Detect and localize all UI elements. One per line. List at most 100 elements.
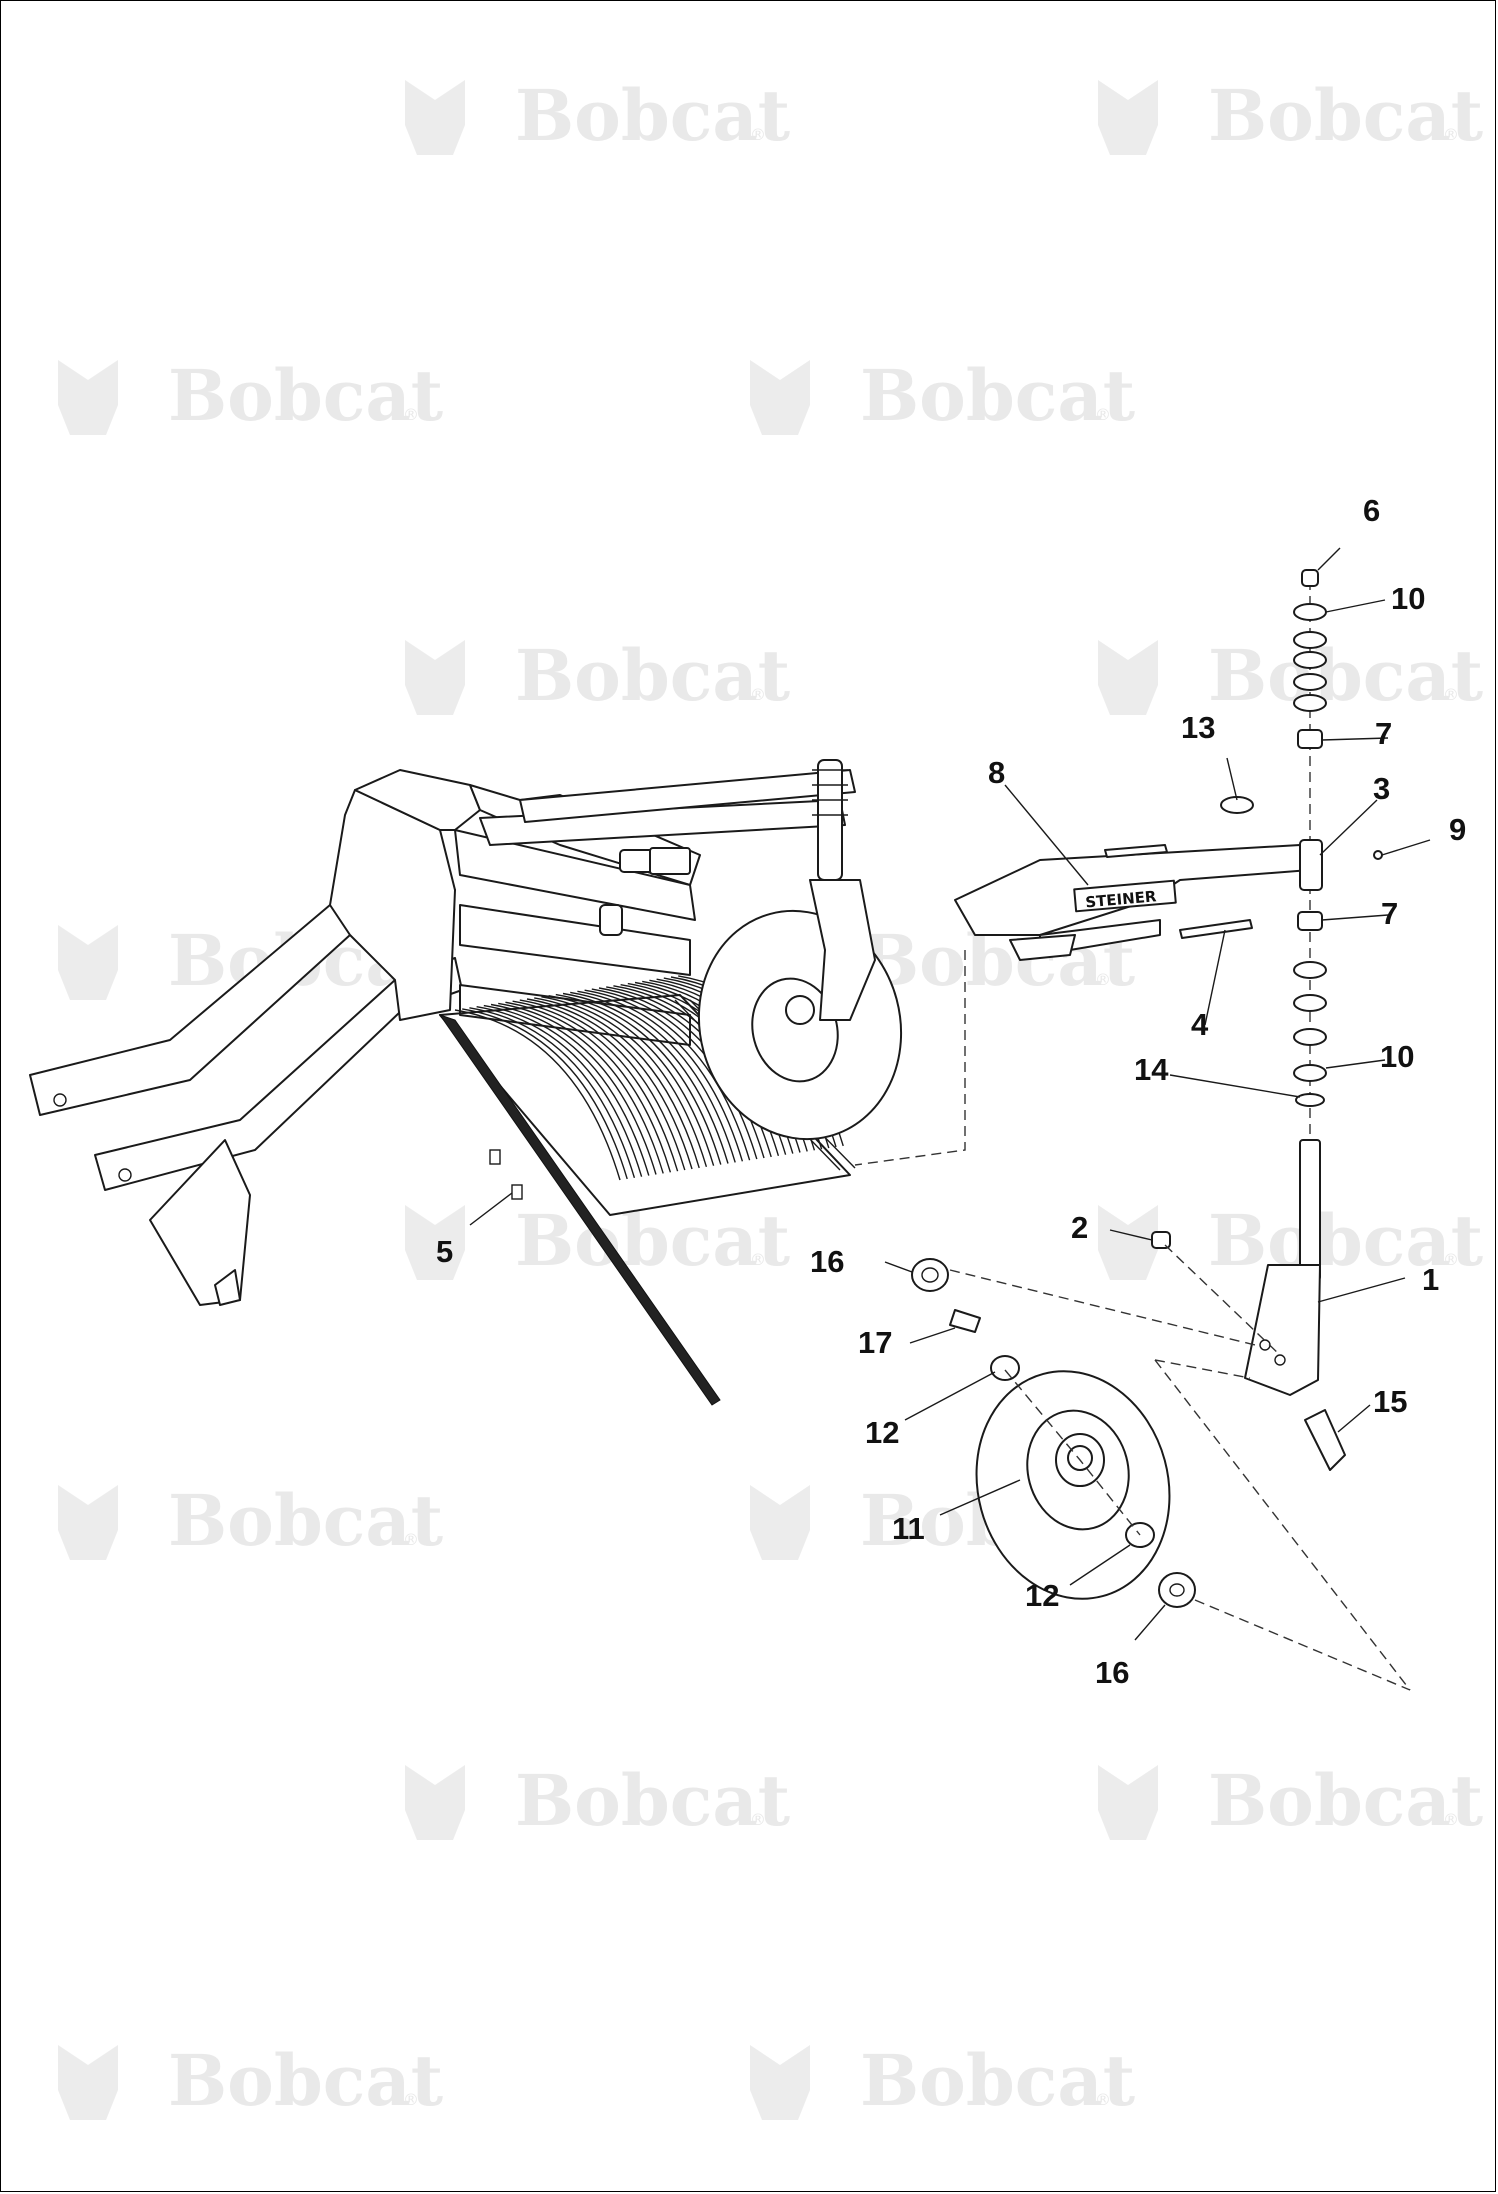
- rake-tine: [505, 1001, 672, 1173]
- bobcat-watermark: Bobcat®: [1098, 74, 1483, 157]
- bobcat-logo-icon: [58, 1485, 118, 1560]
- rake-frame-assembly: [29, 759, 903, 1406]
- watermark-registered-mark: ®: [750, 125, 766, 144]
- callout-10: 10: [1391, 581, 1425, 616]
- rake-tine: [462, 1008, 628, 1180]
- watermark-text: Bobcat: [515, 634, 790, 717]
- watermark-text: Bobcat: [168, 2039, 443, 2122]
- rake-tine: [498, 1002, 664, 1174]
- callout-6: 6: [1363, 493, 1380, 528]
- callout-9: 9: [1449, 812, 1466, 847]
- callout-8: 8: [988, 755, 1005, 790]
- watermark-text: Bobcat: [1208, 74, 1483, 157]
- rake-tine: [469, 1007, 636, 1179]
- bobcat-logo-icon: [1098, 80, 1158, 155]
- bobcat-watermark: Bobcat®: [1098, 634, 1483, 717]
- bobcat-watermark: Bobcat®: [750, 2039, 1135, 2122]
- callout-7: 7: [1375, 716, 1392, 751]
- callout-numbers: 6 10 13 7 8 3 9 7 4 14 10 5 2 16 1 17 15…: [436, 493, 1466, 1690]
- bobcat-logo-icon: [405, 640, 465, 715]
- callout-16: 16: [1095, 1655, 1129, 1690]
- watermark-registered-mark: ®: [750, 685, 766, 704]
- bobcat-logo-icon: [1098, 1765, 1158, 1840]
- bobcat-watermark: Bobcat®: [405, 1759, 790, 1842]
- callout-2: 2: [1071, 1210, 1088, 1245]
- bobcat-logo-icon: [58, 2045, 118, 2120]
- watermark-text: Bobcat: [1208, 1759, 1483, 1842]
- watermark-registered-mark: ®: [403, 1530, 419, 1549]
- spindle-stack: [1151, 569, 1383, 1471]
- watermark-text: Bobcat: [515, 74, 790, 157]
- watermark-text: Bobcat: [860, 354, 1135, 437]
- watermark-registered-mark: ®: [1095, 405, 1111, 424]
- bobcat-watermark: Bobcat®: [405, 634, 790, 717]
- cap-6: [1301, 569, 1319, 587]
- callout-11: 11: [892, 1511, 925, 1546]
- callout-1: 1: [1422, 1262, 1439, 1297]
- bobcat-watermark: Bobcat®: [1098, 1759, 1483, 1842]
- bobcat-watermark: Bobcat®: [1098, 1199, 1483, 1282]
- rake-tine: [584, 989, 751, 1161]
- bobcat-logo-icon: [58, 360, 118, 435]
- watermark-registered-mark: ®: [1443, 685, 1459, 704]
- watermark-text: Bobcat: [168, 1479, 443, 1562]
- gauge-wheel-assembly: [911, 1258, 1196, 1608]
- bobcat-logo-icon: [1098, 1205, 1158, 1280]
- watermark-text: Bobcat: [515, 1759, 790, 1842]
- callout-7: 7: [1381, 896, 1398, 931]
- bobcat-logo-icon: [1098, 640, 1158, 715]
- callout-12: 12: [865, 1415, 899, 1450]
- rake-tine: [562, 992, 729, 1164]
- rake-tine: [490, 1003, 657, 1175]
- callout-15: 15: [1373, 1384, 1407, 1419]
- watermark-registered-mark: ®: [1095, 970, 1111, 989]
- watermark-registered-mark: ®: [1443, 1810, 1459, 1829]
- watermark-text: Bobcat: [168, 354, 443, 437]
- bobcat-logo-icon: [58, 925, 118, 1000]
- rake-tine: [577, 990, 744, 1162]
- bobcat-watermark: Bobcat®: [58, 354, 443, 437]
- callout-5: 5: [436, 1234, 453, 1269]
- watermark-text: Bobcat: [1208, 1199, 1483, 1282]
- bobcat-watermark: Bobcat®: [58, 1479, 443, 1562]
- watermark-registered-mark: ®: [750, 1810, 766, 1829]
- rake-tine: [454, 1009, 621, 1181]
- leader-lines: [469, 547, 1431, 1641]
- callout-13: 13: [1181, 710, 1215, 745]
- callout-17: 17: [858, 1325, 892, 1360]
- watermark-registered-mark: ®: [1443, 125, 1459, 144]
- drawbar-arm: STEINER: [954, 844, 1311, 961]
- watermark-registered-mark: ®: [403, 405, 419, 424]
- bobcat-logo-icon: [750, 360, 810, 435]
- bobcat-logo-icon: [405, 1205, 465, 1280]
- callout-14: 14: [1134, 1052, 1169, 1087]
- callout-4: 4: [1191, 1007, 1209, 1042]
- callout-10: 10: [1380, 1039, 1414, 1074]
- rake-tine: [483, 1004, 650, 1176]
- callout-3: 3: [1373, 771, 1390, 806]
- bobcat-watermark: Bobcat®: [405, 1199, 790, 1282]
- watermark-text: Bobcat: [1208, 634, 1483, 717]
- bobcat-logo-icon: [750, 1485, 810, 1560]
- bobcat-watermark: Bobcat®: [405, 74, 790, 157]
- callout-16: 16: [810, 1244, 844, 1279]
- watermark-registered-mark: ®: [1095, 2090, 1111, 2109]
- rake-tine: [512, 1000, 679, 1172]
- callout-12: 12: [1025, 1578, 1059, 1613]
- rake-tine: [476, 1006, 643, 1177]
- bobcat-logo-icon: [405, 1765, 465, 1840]
- bobcat-logo-icon: [405, 80, 465, 155]
- pivot-3: [1299, 839, 1323, 891]
- bobcat-logo-icon: [750, 2045, 810, 2120]
- watermark-registered-mark: ®: [403, 2090, 419, 2109]
- watermark-text: Bobcat: [860, 2039, 1135, 2122]
- rake-tine: [555, 993, 722, 1165]
- rake-tine: [570, 991, 736, 1163]
- bobcat-watermark: Bobcat®: [58, 2039, 443, 2122]
- bobcat-watermark: Bobcat®: [750, 354, 1135, 437]
- rake-tine: [591, 988, 758, 1160]
- watermark-registered-mark: ®: [1443, 1250, 1459, 1269]
- watermark-registered-mark: ®: [750, 1250, 766, 1269]
